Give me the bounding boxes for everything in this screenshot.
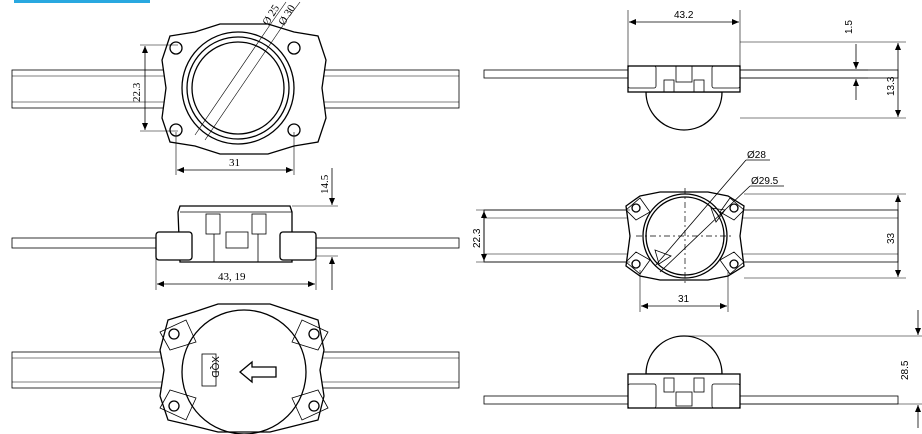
mounting-hole — [169, 41, 183, 55]
mounting-hole — [729, 203, 739, 213]
side-clip — [711, 65, 741, 89]
dim-width-31: 31 — [229, 157, 240, 169]
base-disc — [181, 309, 307, 434]
mounting-hole — [631, 259, 641, 269]
dim-dia-29-5: Ø29.5 — [751, 176, 779, 187]
housing-body — [627, 373, 741, 409]
dim-width-31-right: 31 — [678, 294, 690, 305]
latch — [663, 377, 675, 393]
top-view-right: Ø28 Ø29.5 22.3 33 31 — [472, 150, 906, 312]
dim-dia-28: Ø28 — [747, 150, 766, 161]
latch — [205, 213, 221, 235]
dim-height-13-3: 13.3 — [886, 76, 897, 96]
latch — [693, 79, 705, 93]
mounting-hole — [729, 259, 739, 269]
dim-height-28-5: 28.5 — [900, 360, 911, 380]
side-clip — [711, 383, 741, 409]
center-slot — [225, 231, 249, 249]
dim-gap-1-5: 1.5 — [844, 20, 855, 34]
logo-frame — [201, 353, 217, 387]
front-view-left: 14.5 43, 19 — [11, 168, 460, 290]
dim-height-22-3-right: 22.3 — [472, 228, 483, 248]
mounting-hole — [308, 328, 320, 340]
bottom-view-left: XQD — [11, 303, 460, 434]
lens-inner — [191, 41, 285, 135]
latch — [693, 377, 705, 393]
side-clip — [627, 383, 657, 409]
mounting-hole — [287, 41, 301, 55]
mounting-hole — [631, 203, 641, 213]
lens-outer — [181, 31, 295, 145]
side-clip — [155, 231, 193, 261]
header-accent-tab — [14, 0, 150, 3]
dim-length-43-19: 43, 19 — [218, 271, 246, 283]
housing-outline — [159, 303, 325, 433]
housing-body — [177, 205, 293, 263]
center-slot — [675, 65, 693, 83]
lens-mid — [186, 36, 290, 140]
latch — [663, 79, 675, 93]
latch — [251, 213, 267, 235]
logo-text: XQD — [209, 356, 220, 378]
side-view-right: 43.2 1.5 13.3 — [483, 10, 906, 131]
mounting-hole — [308, 400, 320, 412]
side-clip — [279, 231, 317, 261]
top-view-left: Ø 25 Ø 30 22.3 31 — [11, 1, 460, 175]
dim-height-14-5: 14.5 — [319, 174, 331, 194]
direction-arrow-icon — [238, 360, 277, 384]
lens-dome — [645, 335, 723, 375]
dim-height-22-3: 22.3 — [131, 82, 143, 102]
center-slot — [675, 391, 693, 407]
mounting-hole — [168, 400, 180, 412]
dim-dia-30: Ø 30 — [276, 2, 298, 27]
side-view-dome: 28.5 — [483, 310, 922, 428]
lens-dome — [645, 91, 723, 131]
dim-height-33: 33 — [886, 232, 897, 244]
side-clip — [627, 65, 657, 89]
mounting-hole — [168, 328, 180, 340]
dim-length-43-2: 43.2 — [674, 10, 694, 21]
